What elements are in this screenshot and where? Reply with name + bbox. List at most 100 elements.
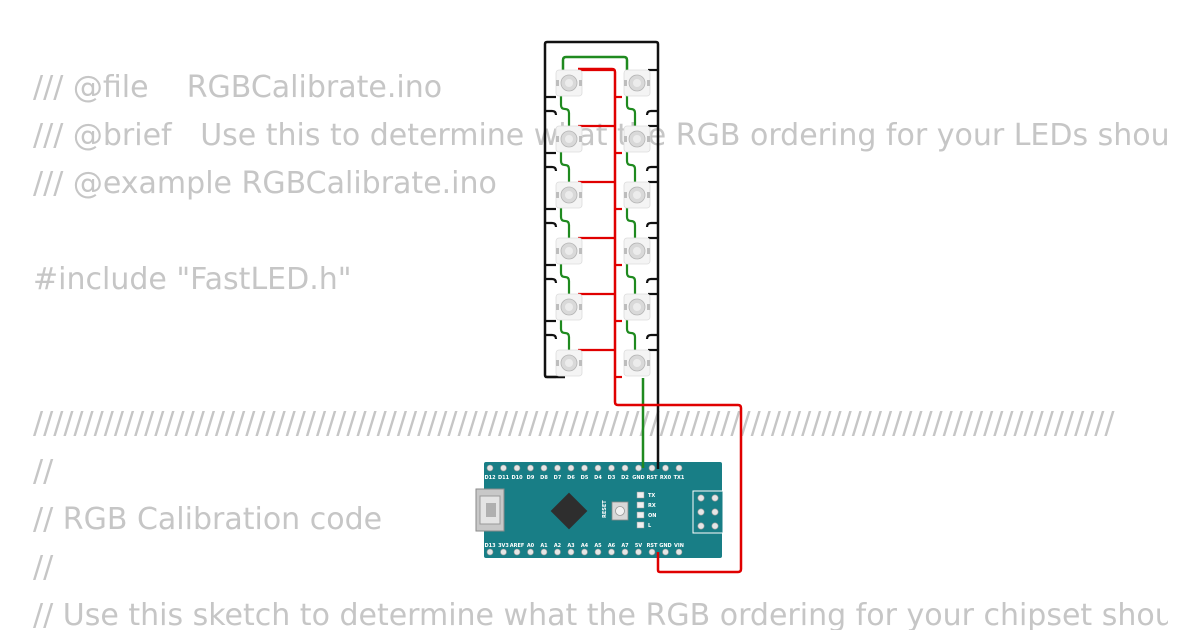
- pin-label: A2: [554, 543, 562, 549]
- led-link-wire: [625, 207, 637, 239]
- pin-label: RX0: [660, 475, 672, 481]
- led-pad: [647, 248, 650, 254]
- pin-label: A7: [621, 543, 629, 549]
- reset-button[interactable]: [611, 501, 629, 521]
- pin-label: 3V3: [498, 543, 509, 549]
- led-pad: [647, 80, 650, 86]
- header-pin: [500, 548, 507, 556]
- pin-label: RST: [647, 543, 658, 549]
- led-core: [565, 247, 573, 255]
- led-link-wire: [559, 263, 571, 295]
- header-pin: [554, 464, 561, 472]
- led-pad: [624, 360, 627, 366]
- led-pixel[interactable]: [555, 293, 583, 321]
- led-pixel[interactable]: [623, 181, 651, 209]
- icsp-pin: [711, 522, 719, 530]
- icsp-pin: [697, 508, 705, 516]
- pin-label: AREF: [510, 543, 525, 549]
- header-pin: [675, 464, 683, 472]
- led-pixel[interactable]: [623, 125, 651, 153]
- header-pin: [581, 548, 588, 556]
- bottom-pin-row: [486, 548, 683, 556]
- header-pin: [513, 464, 521, 472]
- code-line: // RGB Calibration code: [33, 502, 383, 537]
- header-pin: [486, 548, 494, 556]
- ground-hook: [645, 165, 658, 172]
- top-pin-row: [486, 464, 683, 472]
- header-pin: [513, 548, 521, 556]
- pin-label: VIN: [674, 543, 684, 549]
- led-core: [565, 135, 573, 143]
- ground-hook: [545, 165, 558, 172]
- led-link-wire: [559, 319, 571, 351]
- led-link-wire: [625, 319, 637, 351]
- code-line: /// @brief Use this to determine what th…: [33, 118, 1168, 153]
- pin-label: D6: [567, 475, 575, 481]
- code-line: /// @file RGBCalibrate.ino: [33, 70, 443, 105]
- led-core: [633, 303, 641, 311]
- led-pad: [624, 80, 627, 86]
- led-pixel[interactable]: [555, 125, 583, 153]
- header-pin: [662, 548, 669, 556]
- pin-label: D7: [554, 475, 562, 481]
- led-pad: [579, 248, 582, 254]
- led-pixel[interactable]: [555, 181, 583, 209]
- header-pin: [527, 464, 534, 472]
- header-pin: [500, 464, 507, 472]
- pin-label: D8: [540, 475, 548, 481]
- top-data-link: [561, 55, 629, 72]
- led-pad: [579, 304, 582, 310]
- code-background: /// @file RGBCalibrate.ino /// @brief Use…: [33, 70, 1168, 630]
- led-pixel[interactable]: [623, 349, 651, 377]
- led-core: [565, 191, 573, 199]
- header-pin: [635, 548, 642, 556]
- status-led-label: L: [648, 523, 652, 529]
- led-pixel[interactable]: [555, 69, 583, 97]
- status-led-label: TX: [648, 493, 655, 499]
- mcu-chip-icon: [550, 492, 588, 530]
- power-wire: [578, 67, 743, 574]
- led-link-wire: [559, 207, 571, 239]
- pin-label: D2: [621, 475, 629, 481]
- ground-hook: [645, 277, 658, 284]
- led-pad: [556, 248, 559, 254]
- led-core: [633, 247, 641, 255]
- led-core: [565, 79, 573, 87]
- led-link-wire: [559, 151, 571, 183]
- pin-label: A6: [608, 543, 616, 549]
- led-link-wire: [625, 95, 637, 127]
- header-pin: [540, 548, 548, 556]
- pin-label: D5: [581, 475, 589, 481]
- pin-label: D10: [511, 475, 523, 481]
- pin-label: D3: [608, 475, 616, 481]
- led-core: [565, 359, 573, 367]
- pin-label: D13: [484, 543, 496, 549]
- led-pad: [579, 192, 582, 198]
- header-pin: [540, 464, 548, 472]
- led-pixel[interactable]: [555, 237, 583, 265]
- led-pixel[interactable]: [555, 349, 583, 377]
- pin-label: TX1: [674, 475, 685, 481]
- header-pin: [567, 548, 575, 556]
- pin-label: D11: [498, 475, 510, 481]
- icsp-pin: [697, 522, 705, 530]
- led-pixel[interactable]: [623, 293, 651, 321]
- header-pin: [675, 548, 683, 556]
- led-pad: [624, 248, 627, 254]
- led-pixel[interactable]: [623, 237, 651, 265]
- led-link-wire: [625, 151, 637, 183]
- pin-label: RST: [647, 475, 658, 481]
- code-line: //: [33, 454, 54, 489]
- led-pad: [556, 80, 559, 86]
- led-pad: [647, 192, 650, 198]
- led-pixel[interactable]: [623, 69, 651, 97]
- status-led: [636, 511, 645, 519]
- icsp-header: [692, 490, 724, 534]
- ground-hook: [645, 221, 658, 228]
- ground-hook: [645, 333, 658, 340]
- header-pin: [635, 464, 642, 472]
